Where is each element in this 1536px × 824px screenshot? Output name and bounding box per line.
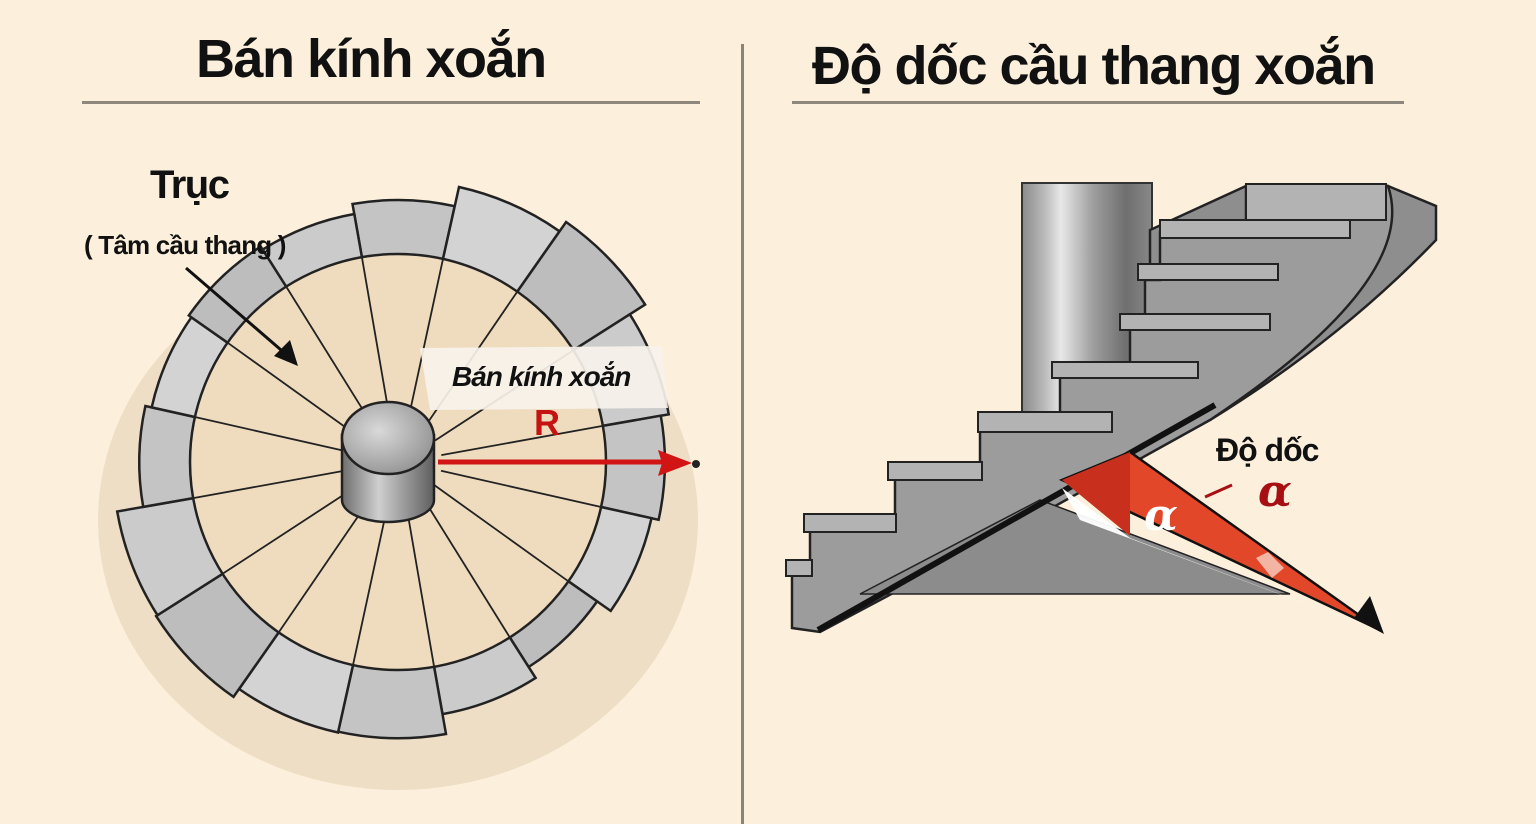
- spiral-plan-diagram: [98, 185, 700, 790]
- radius-label: Bán kính xoắn: [452, 361, 631, 392]
- outer-tread: [260, 212, 364, 289]
- right-panel: [744, 0, 1536, 824]
- tread-divider-line: [194, 416, 356, 455]
- radius-label-box: [420, 346, 668, 410]
- tread-divider-line: [222, 482, 362, 575]
- radius-arrow: [438, 450, 700, 476]
- axis-sublabel: ( Tâm cầu thang ): [84, 230, 286, 260]
- right-panel-title: Độ dốc cầu thang xoắn: [812, 36, 1376, 96]
- tread-divider-line: [441, 425, 603, 456]
- tread-divider-line: [420, 495, 511, 638]
- outer-tread: [566, 505, 653, 613]
- tread-divider-line: [193, 468, 355, 499]
- outer-tread: [336, 663, 448, 740]
- panel-divider: [741, 44, 744, 824]
- tread-divider-line: [440, 469, 602, 508]
- tread-divider-line: [406, 258, 444, 424]
- tread-divider-line: [285, 286, 376, 429]
- radius-symbol: R: [534, 402, 560, 443]
- tread-divider-line: [277, 494, 374, 633]
- tread-divider-line: [352, 500, 390, 666]
- outer-tread: [351, 198, 457, 261]
- angle-symbol-outer: α: [1258, 466, 1292, 517]
- slope-label: Độ dốc: [1216, 432, 1319, 468]
- tread-divider-line: [227, 341, 363, 440]
- tread-divider-line: [404, 501, 435, 667]
- axis-pointer-arrow: [185, 266, 298, 366]
- angle-symbol-inner: α: [1144, 490, 1178, 541]
- outer-tread: [187, 244, 288, 345]
- axis-label: Trục: [150, 163, 230, 207]
- right-title-rule: [792, 101, 1404, 104]
- outer-tread: [138, 404, 197, 509]
- tread-divider-line: [433, 484, 569, 583]
- center-post: [340, 400, 436, 524]
- left-title-rule: [82, 101, 700, 104]
- left-panel-title: Bán kính xoắn: [196, 29, 547, 89]
- outer-tread: [599, 414, 667, 522]
- tread-divider-line: [361, 257, 392, 423]
- outer-tread: [115, 496, 225, 617]
